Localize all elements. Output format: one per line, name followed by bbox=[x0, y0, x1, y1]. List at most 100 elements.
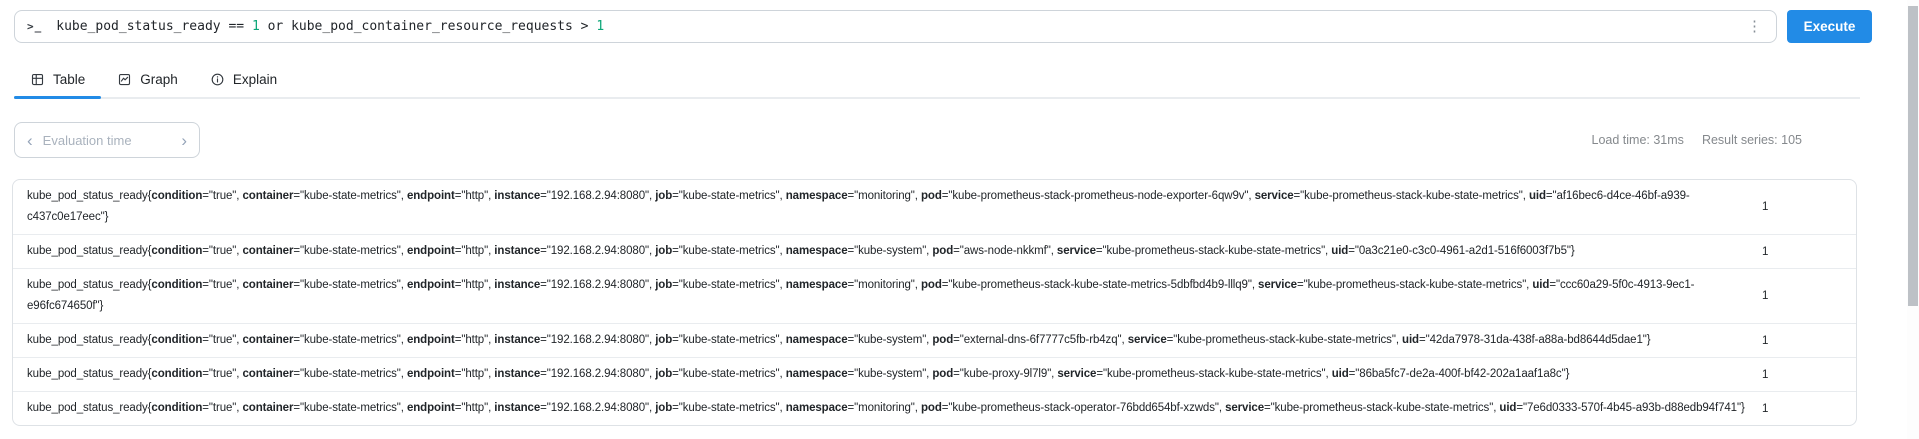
expression-input[interactable]: >_ kube_pod_status_ready == 1 or kube_po… bbox=[14, 10, 1777, 43]
label-key: pod bbox=[920, 279, 942, 291]
series-value: 1 bbox=[1762, 201, 1769, 213]
series-labels: kube_pod_status_ready{condition="true", … bbox=[27, 334, 1651, 346]
label-value: 192.168.2.94:8080 bbox=[550, 190, 645, 202]
label-key: instance bbox=[494, 402, 541, 414]
label-value: 192.168.2.94:8080 bbox=[550, 279, 645, 291]
metric-name: kube_pod_status_ready bbox=[27, 190, 148, 202]
label-key: namespace bbox=[785, 402, 848, 414]
series-labels: kube_pod_status_ready{condition="true", … bbox=[27, 279, 1695, 312]
series-labels: kube_pod_status_ready{condition="true", … bbox=[27, 402, 1745, 414]
label-value: external-dns-6f7777c5fb-rb4zq bbox=[963, 334, 1118, 346]
label-value: kube-prometheus-stack-kube-state-metrics bbox=[1106, 245, 1322, 257]
label-value: kube-state-metrics bbox=[682, 279, 776, 291]
previous-time-button[interactable]: ‹ bbox=[23, 132, 37, 149]
label-key: instance bbox=[494, 190, 541, 202]
series-value: 1 bbox=[1762, 402, 1769, 415]
label-value: 0a3c21e0-c3c0-4961-a2d1-516f6003f7b5 bbox=[1358, 245, 1567, 257]
label-key: endpoint bbox=[406, 334, 455, 346]
tab-graph[interactable]: Graph bbox=[101, 70, 194, 97]
label-key: condition bbox=[151, 245, 203, 257]
label-key: endpoint bbox=[406, 368, 455, 380]
kebab-menu-icon[interactable]: ⋮ bbox=[1741, 19, 1768, 34]
label-value: kube-prometheus-stack-kube-state-metrics bbox=[1106, 368, 1322, 380]
label-key: instance bbox=[494, 279, 541, 291]
scrollbar-thumb[interactable] bbox=[1908, 6, 1918, 306]
label-key: uid bbox=[1499, 402, 1517, 414]
metric-name: kube_pod_status_ready bbox=[27, 402, 148, 414]
label-value: kube-state-metrics bbox=[682, 402, 776, 414]
label-key: pod bbox=[932, 368, 954, 380]
results-table: kube_pod_status_ready{condition="true", … bbox=[12, 179, 1857, 426]
series-value: 1 bbox=[1762, 245, 1769, 258]
label-key: service bbox=[1225, 402, 1265, 414]
tab-table[interactable]: Table bbox=[14, 70, 102, 99]
tab-label: Graph bbox=[140, 72, 178, 87]
metric-name: kube_pod_status_ready bbox=[27, 368, 148, 380]
label-value: http bbox=[465, 279, 485, 291]
label-key: pod bbox=[932, 334, 954, 346]
series-labels: kube_pod_status_ready{condition="true", … bbox=[27, 368, 1570, 380]
label-value: monitoring bbox=[858, 190, 911, 202]
label-key: condition bbox=[151, 334, 203, 346]
label-value: kube-state-metrics bbox=[682, 190, 776, 202]
label-key: instance bbox=[494, 368, 541, 380]
label-key: endpoint bbox=[406, 190, 455, 202]
graph-icon bbox=[117, 72, 132, 87]
label-key: endpoint bbox=[406, 245, 455, 257]
label-value: kube-state-metrics bbox=[682, 368, 776, 380]
next-time-button[interactable]: › bbox=[177, 132, 191, 149]
table-row: kube_pod_status_ready{condition="true", … bbox=[13, 358, 1856, 392]
label-value: kube-state-metrics bbox=[303, 245, 397, 257]
table-row: kube_pod_status_ready{condition="true", … bbox=[13, 269, 1856, 324]
label-value: 192.168.2.94:8080 bbox=[550, 368, 645, 380]
tab-bar: Table Graph Explain bbox=[14, 70, 1860, 99]
terminal-prompt-icon: >_ bbox=[27, 20, 43, 33]
series-labels: kube_pod_status_ready{condition="true", … bbox=[27, 190, 1690, 223]
label-value: kube-prometheus-stack-kube-state-metrics… bbox=[952, 279, 1248, 291]
label-key: container bbox=[242, 245, 294, 257]
page-scrollbar[interactable] bbox=[1907, 0, 1919, 439]
label-key: uid bbox=[1532, 279, 1550, 291]
series-value: 1 bbox=[1762, 368, 1769, 381]
query-token: kube_pod_container_resource_requests bbox=[291, 19, 573, 34]
label-key: pod bbox=[920, 190, 942, 202]
label-value: kube-state-metrics bbox=[303, 334, 397, 346]
label-value: true bbox=[212, 368, 233, 380]
label-value: kube-proxy-9l7l9 bbox=[963, 368, 1048, 380]
query-token: == bbox=[220, 19, 252, 34]
label-value: kube-state-metrics bbox=[303, 190, 397, 202]
query-expression[interactable]: kube_pod_status_ready == 1 or kube_pod_c… bbox=[56, 19, 1741, 34]
label-value: http bbox=[465, 334, 485, 346]
label-key: container bbox=[242, 190, 294, 202]
execute-button[interactable]: Execute bbox=[1787, 10, 1872, 43]
query-token: 1 bbox=[596, 19, 605, 34]
label-value: 192.168.2.94:8080 bbox=[550, 245, 645, 257]
label-value: http bbox=[465, 368, 485, 380]
load-time: Load time: 31ms bbox=[1591, 133, 1684, 147]
evaluation-time-input[interactable] bbox=[36, 132, 178, 148]
label-value: af16bec6-d4ce-46bf-a939-c437c0e17eec bbox=[27, 190, 1690, 223]
label-value: true bbox=[212, 334, 233, 346]
label-value: kube-state-metrics bbox=[682, 245, 776, 257]
label-key: service bbox=[1057, 368, 1097, 380]
label-value: true bbox=[212, 402, 233, 414]
label-value: kube-state-metrics bbox=[682, 334, 776, 346]
query-token: or bbox=[259, 19, 292, 34]
label-key: uid bbox=[1331, 368, 1349, 380]
label-value: ccc60a29-5f0c-4913-9ec1-e96fc674650f bbox=[27, 279, 1695, 312]
label-key: service bbox=[1254, 190, 1294, 202]
tab-explain[interactable]: Explain bbox=[194, 70, 293, 97]
label-key: endpoint bbox=[406, 402, 455, 414]
label-value: kube-prometheus-stack-kube-state-metrics bbox=[1307, 279, 1523, 291]
label-value: kube-system bbox=[858, 334, 923, 346]
label-key: service bbox=[1056, 245, 1096, 257]
series-labels: kube_pod_status_ready{condition="true", … bbox=[27, 245, 1575, 257]
label-key: condition bbox=[151, 368, 203, 380]
table-row: kube_pod_status_ready{condition="true", … bbox=[13, 392, 1856, 425]
label-value: 192.168.2.94:8080 bbox=[550, 334, 645, 346]
label-key: job bbox=[655, 190, 673, 202]
label-value: true bbox=[212, 279, 233, 291]
table-row: kube_pod_status_ready{condition="true", … bbox=[13, 180, 1856, 235]
label-value: kube-prometheus-stack-kube-state-metrics bbox=[1274, 402, 1490, 414]
